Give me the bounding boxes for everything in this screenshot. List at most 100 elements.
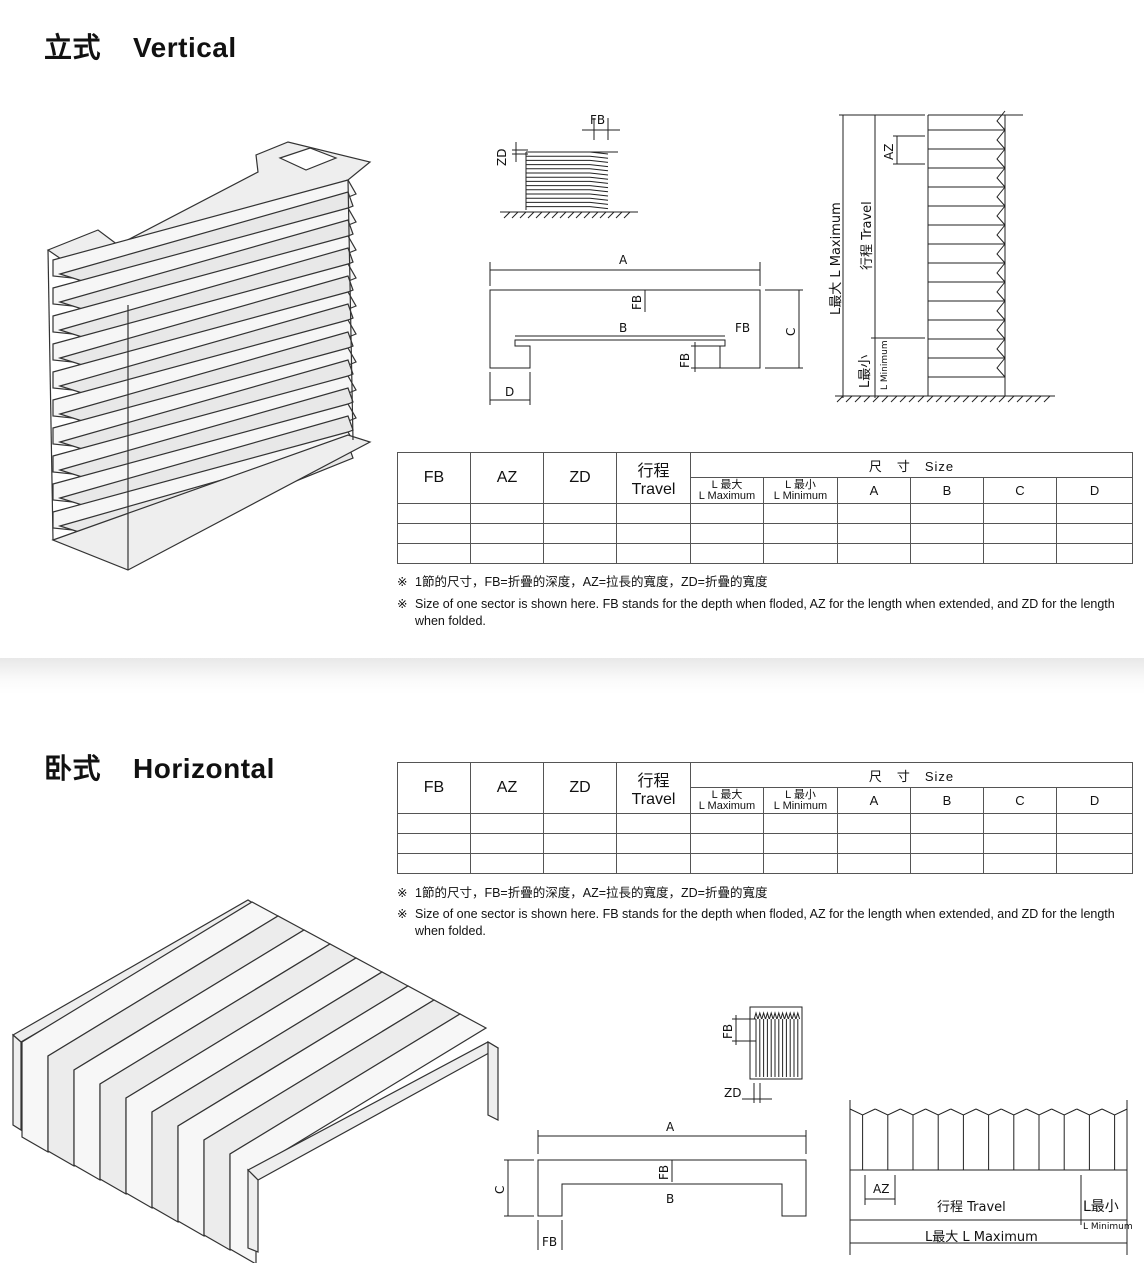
vertical-note-en: ※Size of one sector is shown here. FB st… [397, 597, 1115, 628]
vt-lmin-cn: L 最小 [785, 478, 816, 491]
hatch-line [836, 395, 844, 403]
fold-zigzag [900, 1108, 926, 1116]
fold-zigzag [784, 1011, 789, 1020]
vt-travel-cn: 行程 [637, 463, 670, 480]
hatch-line [599, 211, 607, 219]
hatch-line [863, 395, 871, 403]
hfold-fb-label: FB [721, 1024, 735, 1039]
fold-zigzag [996, 167, 1006, 188]
dim-d-label: D [505, 385, 514, 399]
hatch-line [623, 211, 631, 219]
hside-lmin-en-label: L Minimum [1083, 1222, 1133, 1232]
fold-zigzag [1000, 1108, 1027, 1116]
vt-size-header: 尺 寸 Size [689, 452, 1134, 478]
hatch-line [575, 211, 583, 219]
fold-zigzag [772, 1011, 778, 1020]
fold-zigzag [996, 319, 1006, 340]
horizontal-title-cn: 卧式 [44, 753, 102, 784]
hatch-line [890, 395, 898, 403]
hatch-line [935, 395, 943, 403]
ht-travel-cn: 行程 [637, 773, 670, 790]
fold-line [589, 206, 609, 210]
horizontal-note-cn: ※1節的尺寸，FB=折疊的深度，AZ=拉長的寬度，ZD=折疊的寬度 [397, 886, 768, 900]
ht-size-header: 尺 寸 Size [689, 762, 1134, 788]
side-lmax-label: L最大 L Maximum [829, 202, 844, 315]
side-az-label: AZ [882, 144, 896, 160]
fold-zigzag [780, 1011, 785, 1020]
horizontal-fold-detail: FB ZD [721, 1006, 803, 1103]
hatch-line [1034, 395, 1042, 403]
fold-zigzag [996, 338, 1006, 359]
hatch-line [519, 211, 527, 219]
horizontal-note-en: ※Size of one sector is shown here. FB st… [397, 907, 1115, 938]
hatch-line [926, 395, 934, 403]
hatch-line [1043, 395, 1051, 403]
vertical-title-cn: 立式 [44, 32, 102, 63]
hatch-line [854, 395, 862, 403]
fold-zigzag [996, 129, 1006, 150]
fold-zigzag [776, 1011, 782, 1020]
fold-zigzag [996, 224, 1006, 245]
fold-line [589, 159, 609, 163]
hatch-line [503, 211, 511, 219]
fold-zigzag [753, 1011, 759, 1020]
vt-lmax-cn: L 最大 [711, 478, 743, 491]
hdim-a-label: A [666, 1120, 675, 1134]
hatch-line [607, 211, 615, 219]
fold-zigzag [950, 1108, 977, 1116]
fold-zigzag [996, 300, 1006, 321]
dim-b-label: B [619, 321, 627, 335]
ht-col-zd: ZD [543, 762, 617, 814]
fold-line [589, 164, 609, 168]
fold-zigzag [996, 205, 1006, 226]
side-lmin-en-label: L Minimum [880, 340, 890, 390]
side-lmin-cn-label: L最小 [858, 355, 873, 388]
ht-col-b: B [910, 787, 984, 814]
horizontal-side-view-diagram: AZ 行程 Travel L最小 L Minimum L最大 L Maximum [849, 1100, 1133, 1255]
fold-zigzag [787, 1011, 793, 1020]
hatch-line [881, 395, 889, 403]
vt-col-zd: ZD [543, 452, 617, 504]
dim-fb-label-right: FB [735, 321, 750, 335]
vertical-side-view-diagram: L最大 L Maximum 行程 Travel AZ L最小 L Minimum [829, 110, 1055, 403]
section-divider [0, 658, 1144, 694]
ht-lmax-cn: L 最大 [711, 788, 743, 801]
fold-zigzag [791, 1011, 797, 1020]
hatch-line [953, 395, 961, 403]
hside-lmin-label: L最小 [1083, 1199, 1119, 1215]
hdim-b-label: B [666, 1192, 674, 1206]
hatch-line [962, 395, 970, 403]
fold-line [589, 201, 609, 205]
vt-lmax-en: L Maximum [698, 489, 756, 502]
fold-line [589, 197, 609, 201]
horizontal-front-view-diagram: A B FB C FB [493, 1120, 807, 1250]
hatch-line [944, 395, 952, 403]
fold-zigzag [849, 1108, 876, 1116]
ht-lmin-en: L Minimum [773, 799, 828, 812]
hatch-line [511, 211, 519, 219]
fold-zigzag [1101, 1108, 1128, 1116]
fold-line [589, 180, 609, 184]
fold-zigzag [1026, 1108, 1052, 1116]
fold-zigzag [765, 1011, 770, 1020]
hatch-line [845, 395, 853, 403]
fold-zd-label: ZD [495, 149, 509, 166]
fold-zigzag [1051, 1108, 1078, 1116]
dim-fb-label-top: FB [630, 295, 644, 310]
hatch-line [551, 211, 559, 219]
hatch-line [615, 211, 623, 219]
ht-col-a: A [837, 787, 911, 814]
hatch-line [899, 395, 907, 403]
table-row [397, 833, 1134, 854]
fold-zigzag [996, 281, 1006, 302]
fold-zigzag [757, 1011, 763, 1020]
ht-lmin-cn: L 最小 [785, 788, 816, 801]
fold-zigzag [761, 1011, 766, 1020]
vt-col-d: D [1055, 477, 1134, 504]
